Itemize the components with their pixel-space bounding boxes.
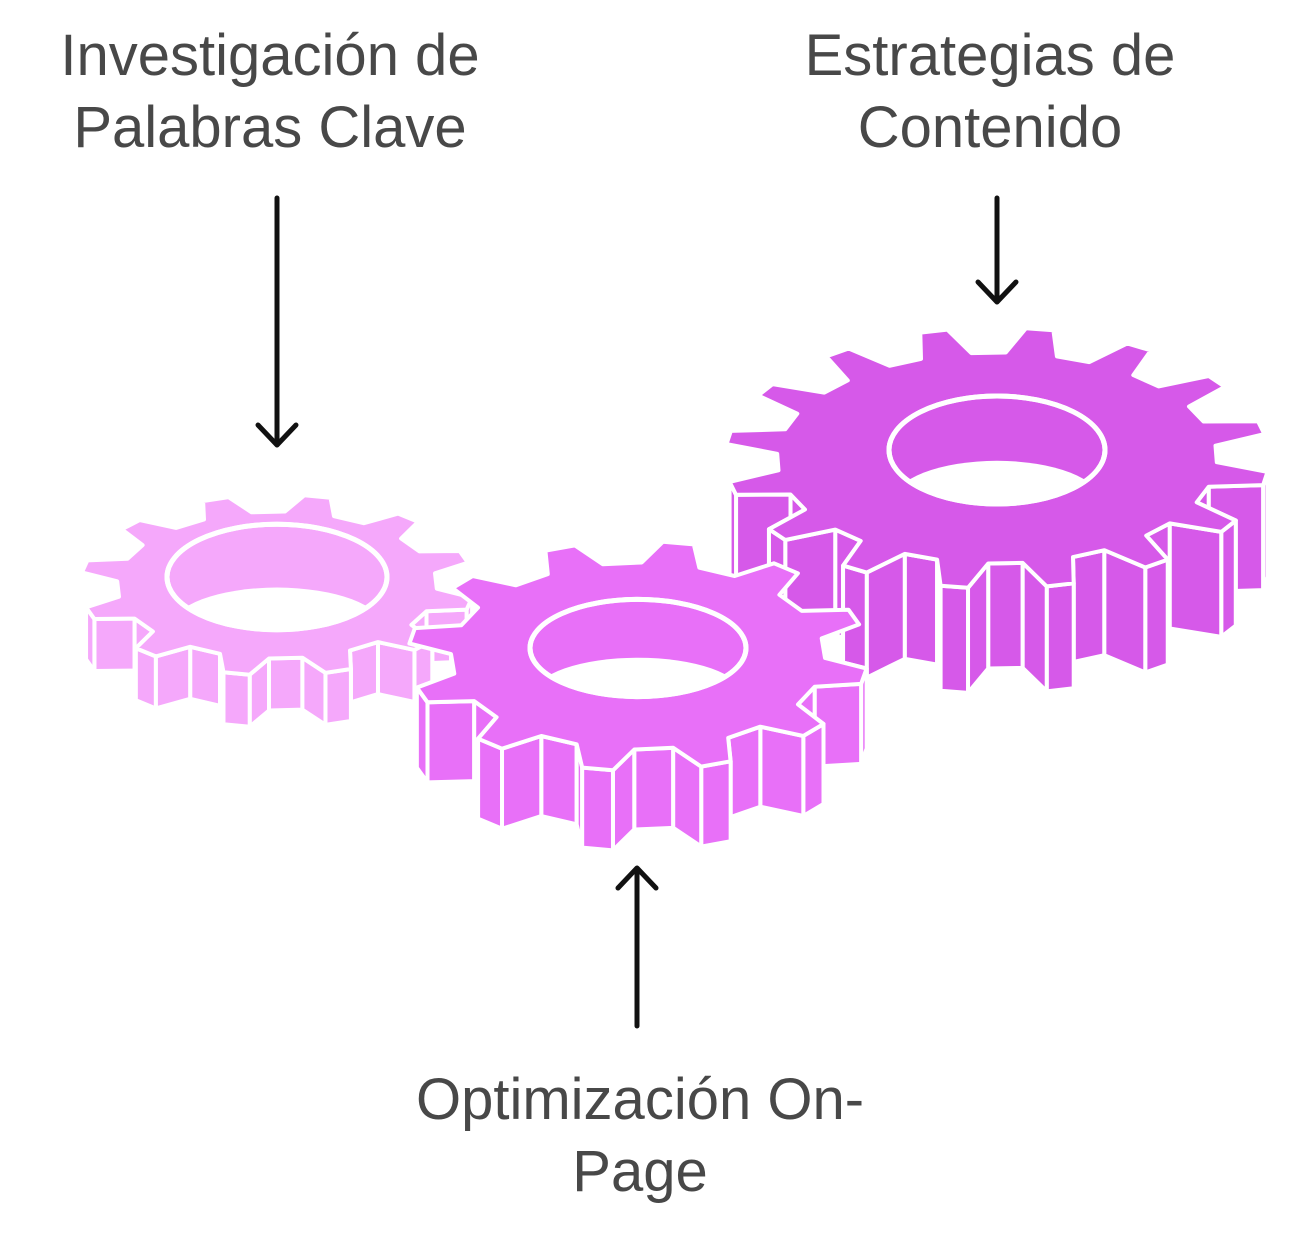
gear-content-side-wall <box>938 583 971 695</box>
gear-onpage-side-wall <box>632 745 676 832</box>
label-content-strategies-line-2: Contenido <box>857 95 1123 160</box>
arrow-keywords-head <box>255 422 299 448</box>
gear-keywords-side-wall <box>221 670 252 729</box>
arrow-content-head <box>975 279 1019 305</box>
gear-content-hole-rim <box>886 393 1108 507</box>
gear-content-side-wall <box>902 551 940 667</box>
gear-content-hole-inner <box>893 460 1101 502</box>
gear-keywords-hole-rim <box>164 521 390 633</box>
arrow-onpage-head <box>615 865 659 891</box>
label-onpage-optimization-line-1: Optimización On- <box>415 1067 865 1132</box>
arrow-keywords <box>255 195 299 448</box>
gear-keywords-side-wall <box>188 644 223 708</box>
label-content-strategies-line-1: Estrategias de <box>804 23 1176 88</box>
gear-onpage-side-wall <box>801 721 826 818</box>
gear-keywords-side-wall <box>92 616 137 673</box>
gear-content-side-wall <box>986 560 1025 671</box>
gear-onpage-side-wall <box>758 724 806 818</box>
gear-onpage-side-wall <box>699 759 733 849</box>
gear-content-side-wall <box>1219 518 1238 639</box>
gear-content-side-wall <box>864 551 907 680</box>
gear-onpage-side-wall <box>539 734 579 827</box>
gear-onpage-side-wall <box>425 699 477 785</box>
gear-keywords-side-wall <box>323 667 353 727</box>
gear-content-side-wall <box>1143 557 1170 675</box>
gear-content-side-wall <box>1167 521 1224 639</box>
arrow-onpage <box>615 865 659 1029</box>
gear-keyword-research <box>79 493 475 729</box>
gear-onpage-side-wall <box>580 765 615 853</box>
gear-keywords-side-wall <box>375 640 417 704</box>
gear-onpage-hole-rim <box>527 596 749 700</box>
label-content-strategies: Estrategias de Contenido <box>740 20 1240 164</box>
gear-keywords-side-wall <box>267 655 305 713</box>
gear-onpage-side-wall <box>726 724 763 820</box>
label-onpage-optimization: Optimización On- Page <box>380 1064 900 1208</box>
gear-content-side-wall <box>1070 548 1107 665</box>
label-keyword-research-line-2: Palabras Clave <box>73 95 467 160</box>
arrow-content <box>975 195 1019 305</box>
label-keyword-research: Investigación de Palabras Clave <box>20 20 520 164</box>
gear-keywords-hole-inner <box>171 587 383 628</box>
label-keyword-research-line-1: Investigación de <box>60 23 480 88</box>
gear-content-side-wall <box>1044 581 1076 694</box>
gear-onpage-side-wall <box>476 736 505 831</box>
gear-onpage-side-wall <box>500 734 544 831</box>
gear-onpage-optimization <box>407 539 869 853</box>
label-onpage-optimization-line-2: Page <box>572 1139 708 1204</box>
gear-content-side-wall <box>1102 548 1148 675</box>
